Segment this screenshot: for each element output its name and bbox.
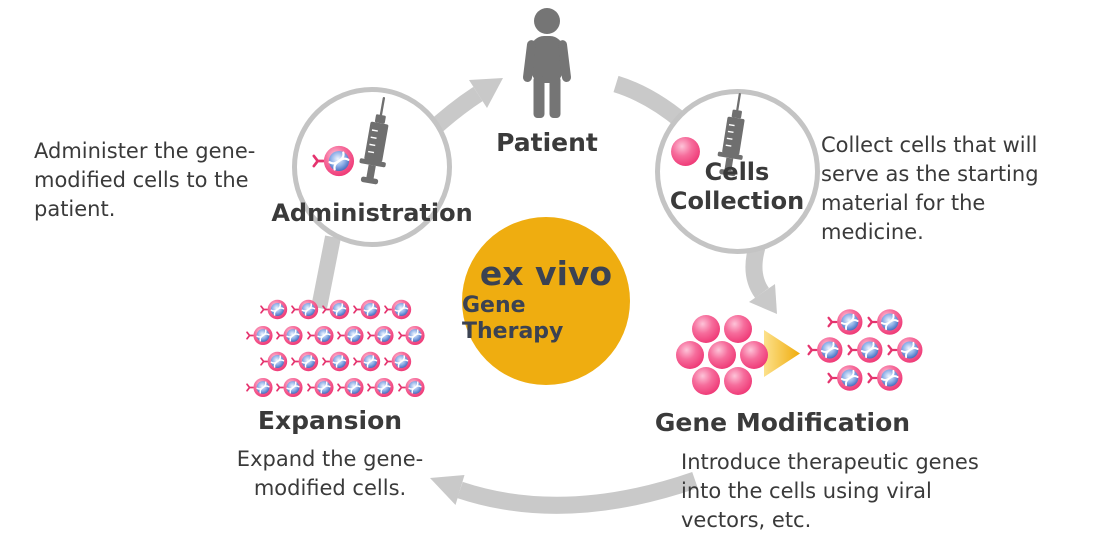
syringe-icon	[348, 93, 404, 189]
cells-collection-description: Collect cells that will serve as the sta…	[821, 133, 1039, 244]
modified-cell-cluster	[802, 306, 930, 394]
gene-modification-label: Gene Modification	[654, 408, 911, 437]
administration-label: Administration	[271, 199, 473, 227]
syringe-icon	[708, 89, 760, 180]
modified-cell-icon	[312, 142, 357, 180]
center-title-line1: ex vivo	[479, 254, 613, 294]
plain-cell-icon	[670, 136, 701, 167]
administration-description: Administer the gene-modified cells to th…	[34, 139, 256, 221]
patient-icon	[515, 8, 579, 120]
patient-label: Patient	[496, 128, 598, 157]
cycle-arrowheads	[430, 78, 777, 505]
center-title-circle: ex vivo Gene Therapy	[462, 217, 630, 385]
gene-modification-description: Introduce therapeutic genes into the cel…	[681, 450, 979, 532]
cells-collection-label: Cells Collection	[669, 158, 805, 215]
expansion-label: Expansion	[257, 406, 403, 435]
center-title-line2: Gene Therapy	[462, 292, 564, 345]
transform-triangle-icon	[764, 330, 800, 377]
expansion-description: Expand the gene-modified cells.	[236, 447, 424, 500]
plain-cell-cluster	[674, 314, 770, 396]
expansion-cell-grid	[246, 297, 426, 400]
